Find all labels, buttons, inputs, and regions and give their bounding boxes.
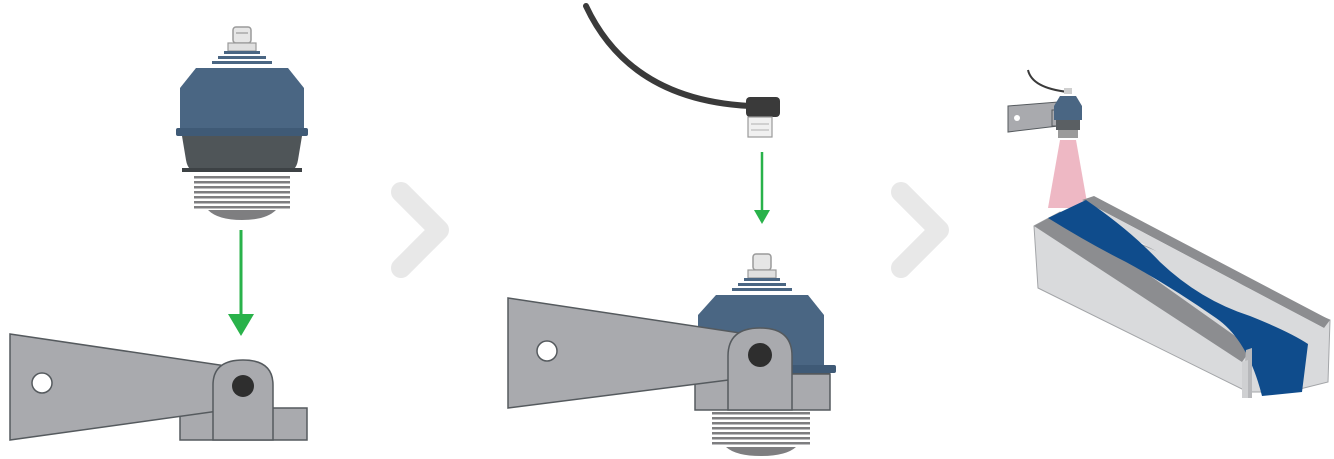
step-3-mounted-over-channel [990,0,1334,459]
step-1-insert-sensor [0,0,380,459]
chevron-right-icon [885,180,955,280]
open-channel-icon [1034,196,1330,398]
cable-connector-icon [1028,70,1068,92]
step-2-connect-cable [490,0,850,459]
chevron-right-icon [385,180,455,280]
mounting-bracket-icon [10,334,307,440]
radar-beam [1048,140,1088,208]
arrow-down-icon [228,230,254,336]
radar-sensor-icon [176,27,308,220]
radar-sensor-icon [1054,88,1082,138]
arrow-down-icon [754,152,770,224]
cable-connector-icon [586,6,780,137]
